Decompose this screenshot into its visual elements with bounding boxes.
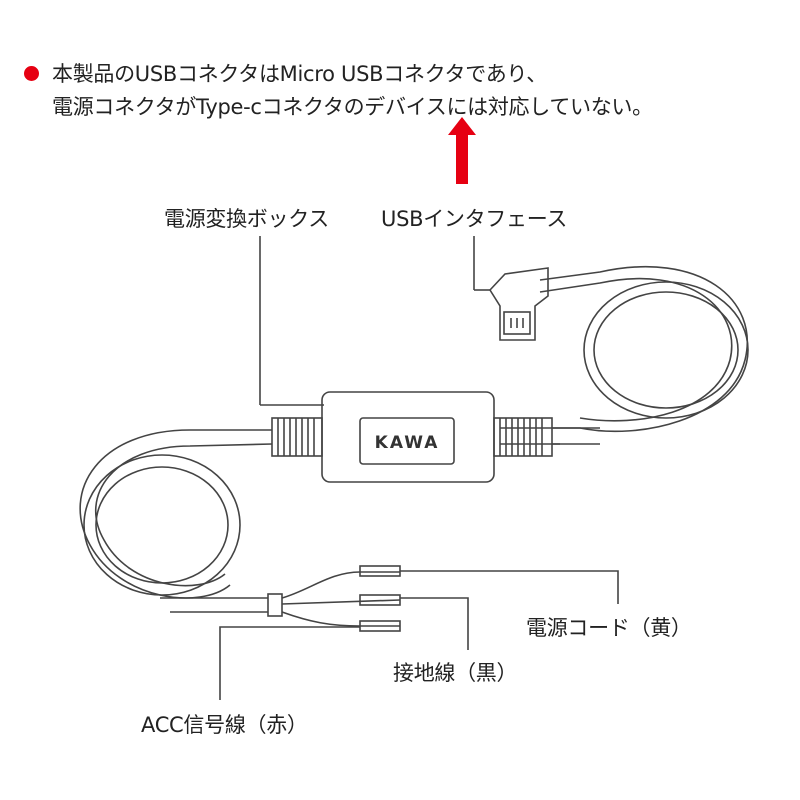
usb-interface-label: USBインタフェース	[381, 207, 568, 231]
kawa-logo: KAWA	[375, 433, 440, 453]
note-line-1: 本製品のUSBコネクタはMicro USBコネクタであり、	[24, 58, 653, 91]
note-text-2: 電源コネクタがType-cコネクタのデバイスには対応していない。	[52, 95, 653, 119]
acc-wire-leader-line	[219, 626, 360, 700]
up-arrow-icon	[448, 117, 476, 184]
note-text-1: 本製品のUSBコネクタはMicro USBコネクタであり、	[52, 62, 547, 86]
power-box-label: 電源変換ボックス	[164, 207, 329, 231]
right-strain-relief	[493, 417, 553, 457]
acc-wire-label: ACC信号線（赤）	[141, 713, 308, 737]
power-cord-leader-line	[400, 570, 619, 604]
left-strain-relief	[271, 417, 323, 457]
compatibility-note: 本製品のUSBコネクタはMicro USBコネクタであり、 電源コネクタがTyp…	[24, 58, 653, 124]
ground-wire-leader-line	[400, 597, 469, 650]
left-cable-coil	[79, 429, 273, 599]
wire-bundle	[160, 565, 401, 632]
micro-usb-connector	[488, 267, 549, 341]
ground-wire-label: 接地線（黒）	[393, 661, 518, 685]
bullet-icon	[24, 66, 39, 81]
power-cord-label: 電源コード（黄）	[526, 616, 692, 640]
right-cable-coil	[500, 266, 749, 445]
